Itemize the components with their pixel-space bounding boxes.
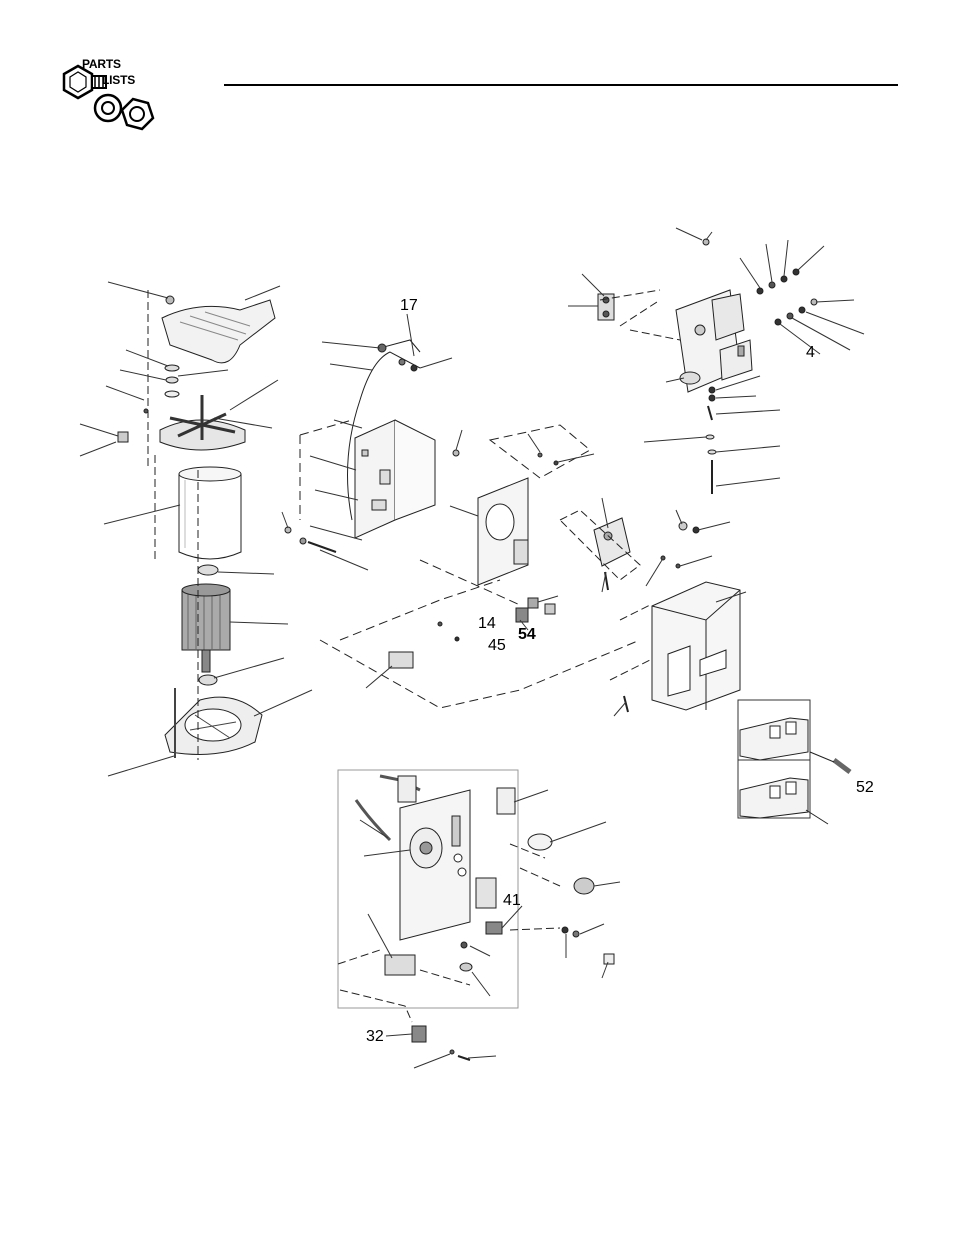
left-leaders — [80, 282, 312, 776]
right-middle-assembly — [560, 510, 740, 712]
callout-54: 54 — [518, 627, 536, 643]
callout-17: 17 — [400, 298, 418, 314]
callout-52: 52 — [856, 780, 874, 796]
lower-assembly — [338, 770, 614, 1060]
callout-4: 4 — [806, 345, 815, 361]
right-top-assembly — [598, 239, 817, 494]
callout-32: 32 — [366, 1029, 384, 1045]
center-leaders — [282, 314, 594, 688]
left-assembly — [118, 290, 275, 760]
callout-41: 41 — [503, 893, 521, 909]
inset-detail — [738, 700, 850, 824]
center-assembly — [285, 340, 640, 708]
callout-45: 45 — [488, 638, 506, 654]
callout-14: 14 — [478, 616, 496, 632]
